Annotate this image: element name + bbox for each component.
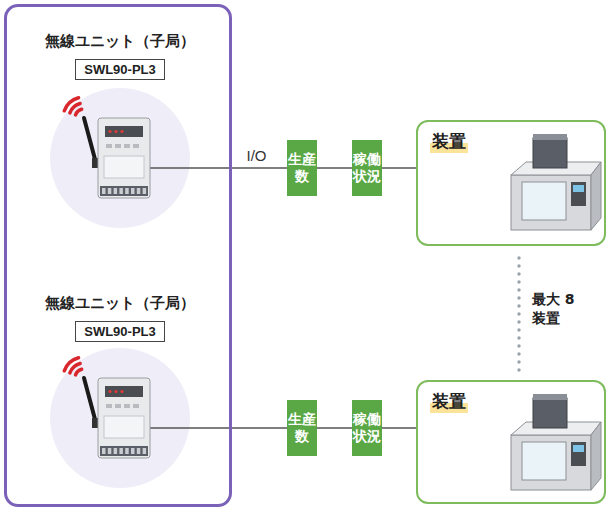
- model-label: SWL90-PL3: [75, 59, 165, 80]
- data-tag-box: 生産数: [287, 400, 317, 456]
- ellipsis-dots: [517, 256, 520, 371]
- device-heading: 装置: [430, 130, 468, 153]
- signal-line: [226, 427, 287, 429]
- signal-line: [317, 427, 352, 429]
- data-tag: 稼働状況: [353, 151, 381, 186]
- model-label: SWL90-PL3: [75, 321, 165, 342]
- data-tag-box: 稼働状況: [352, 140, 382, 196]
- signal-line: [382, 427, 416, 429]
- data-tag: 生産数: [288, 411, 316, 446]
- machine-illustration: [511, 134, 601, 230]
- data-tag-box: 稼働状況: [352, 400, 382, 456]
- wireless-unit: 無線ユニット（子局） SWL90-PL3: [14, 290, 226, 490]
- count-note: 最大 8装置: [532, 290, 584, 328]
- device-box: 装置: [416, 120, 606, 246]
- wireless-unit: 無線ユニット（子局） SWL90-PL3: [14, 28, 226, 223]
- wireless-unit-illustration: [50, 88, 226, 228]
- signal-line: [317, 167, 352, 169]
- device-box: 装置: [416, 380, 606, 504]
- signal-label: I/O: [244, 147, 268, 164]
- data-tag: 生産数: [288, 151, 316, 186]
- device-heading: 装置: [430, 390, 468, 413]
- wireless-panel: 無線ユニット（子局） SWL90-PL3 無線ユニット（子局） SWL90-PL3: [4, 4, 232, 507]
- data-tag-box: 生産数: [287, 140, 317, 196]
- data-tag: 稼働状況: [353, 411, 381, 446]
- machine-illustration: [511, 394, 601, 490]
- signal-line: [226, 167, 287, 169]
- unit-heading: 無線ユニット（子局）: [14, 294, 226, 313]
- wireless-unit-illustration: [50, 348, 226, 488]
- unit-heading: 無線ユニット（子局）: [14, 32, 226, 51]
- signal-line: [382, 167, 416, 169]
- panel-ground: [5, 5, 231, 506]
